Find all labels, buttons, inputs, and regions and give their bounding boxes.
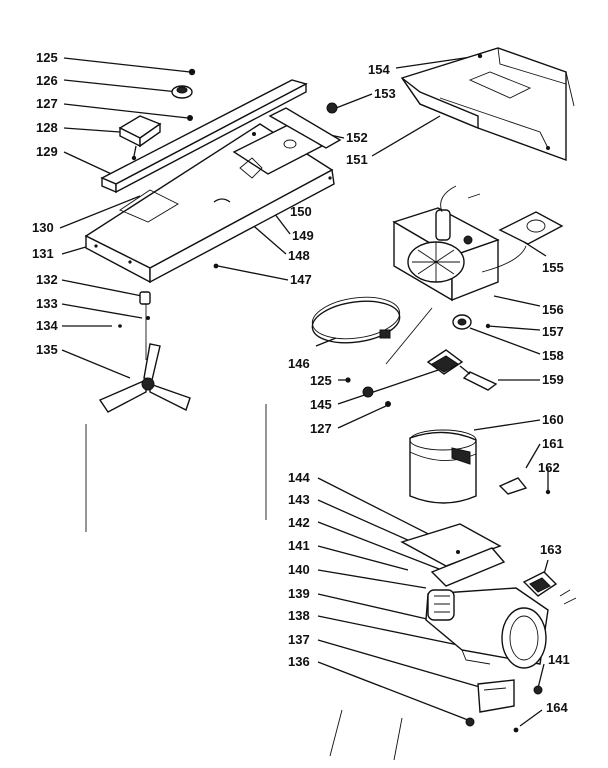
screw-127	[187, 115, 193, 121]
part-152-bracket	[268, 107, 342, 149]
part-149	[252, 132, 256, 136]
part-141b	[533, 685, 543, 695]
callout-160: 160	[542, 412, 564, 427]
part-126-cap	[171, 85, 193, 99]
part-163-connector	[522, 571, 577, 605]
screw-125b	[345, 377, 351, 383]
callout-164: 164	[546, 700, 568, 715]
callout-129: 129	[36, 144, 58, 159]
nut-145	[362, 386, 374, 398]
callout-152: 152	[346, 130, 368, 145]
callout-131: 131	[32, 246, 54, 261]
callout-128: 128	[36, 120, 58, 135]
callout-161: 161	[542, 436, 564, 451]
callout-148: 148	[288, 248, 310, 263]
part-134	[118, 324, 122, 328]
callout-132: 132	[36, 272, 58, 287]
part-156-blower	[392, 185, 500, 302]
callout-130: 130	[32, 220, 54, 235]
part-146-band	[311, 296, 401, 344]
callout-136: 136	[288, 654, 310, 669]
part-144-plate	[400, 523, 506, 587]
callout-153: 153	[374, 86, 396, 101]
callout-145: 145	[310, 397, 332, 412]
callout-133: 133	[36, 296, 58, 311]
screw-136	[465, 717, 475, 727]
callout-137: 137	[288, 632, 310, 647]
callout-125b: 125	[310, 373, 332, 388]
callout-151: 151	[346, 152, 368, 167]
callout-141b: 141	[548, 652, 570, 667]
part-161-clip	[498, 477, 528, 495]
callout-139: 139	[288, 586, 310, 601]
callout-143: 143	[288, 492, 310, 507]
part-151-duct	[400, 47, 575, 161]
callout-154: 154	[368, 62, 390, 77]
callout-126: 126	[36, 73, 58, 88]
screw-125	[188, 68, 196, 76]
screw-164	[513, 727, 519, 733]
part-148-clip	[213, 198, 231, 203]
part-160-sleeve	[409, 429, 477, 504]
part-129-strip	[100, 79, 308, 194]
callout-138: 138	[288, 608, 310, 623]
callout-157: 157	[542, 324, 564, 339]
screw-157	[485, 323, 491, 329]
callout-135: 135	[36, 342, 58, 357]
callout-158: 158	[542, 348, 564, 363]
callout-134: 134	[36, 318, 58, 333]
callout-144: 144	[288, 470, 310, 485]
part-137-bracket	[477, 679, 515, 713]
callout-147: 147	[290, 272, 312, 287]
callout-162: 162	[538, 460, 560, 475]
part-132	[139, 291, 151, 305]
callout-150: 150	[290, 204, 312, 219]
part-133	[146, 316, 150, 320]
part-128-switch	[118, 115, 162, 161]
callout-140: 140	[288, 562, 310, 577]
callout-labels: 125 126 127 128 129 130 131 132 133 134 …	[32, 50, 570, 715]
callout-163: 163	[540, 542, 562, 557]
callout-159: 159	[542, 372, 564, 387]
callout-142: 142	[288, 515, 310, 530]
callout-149: 149	[292, 228, 314, 243]
callout-125: 125	[36, 50, 58, 65]
callout-146: 146	[288, 356, 310, 371]
callout-141: 141	[288, 538, 310, 553]
part-139-motor	[425, 587, 549, 669]
part-135-fan-blade	[98, 343, 191, 413]
screw-162	[545, 489, 551, 495]
screw-127b	[385, 401, 391, 407]
nut-153	[326, 102, 338, 114]
callout-127b: 127	[310, 421, 332, 436]
parts-artwork	[84, 47, 577, 761]
part-158-clamp	[452, 314, 472, 330]
part-155-plate	[498, 211, 564, 245]
callout-155: 155	[542, 260, 564, 275]
part-159-connector	[426, 349, 498, 391]
callout-156: 156	[542, 302, 564, 317]
callout-127: 127	[36, 96, 58, 111]
screw-147	[213, 263, 219, 269]
